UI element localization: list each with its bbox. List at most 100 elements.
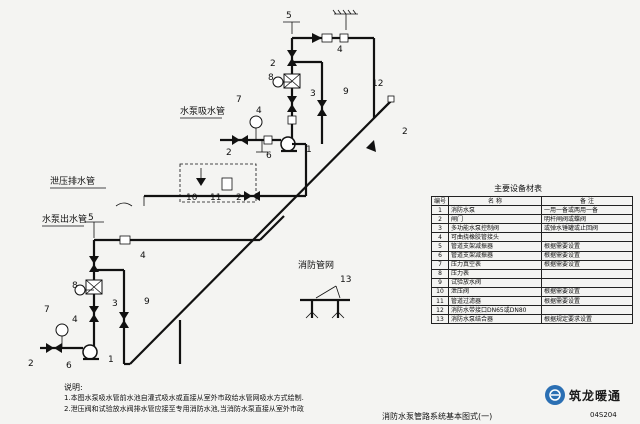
cell-number: 2	[431, 214, 449, 225]
callout-top-2b: 2	[270, 59, 276, 69]
cell-name: 压力表	[448, 268, 542, 279]
callout-bot-6: 6	[66, 361, 72, 371]
cell-note	[541, 268, 633, 279]
watermark-logo-icon	[545, 385, 565, 405]
cell-note	[541, 277, 633, 288]
cell-number: 5	[431, 241, 449, 252]
watermark-text: 筑龙暖通	[569, 388, 622, 403]
lower-pump	[82, 344, 99, 361]
callout-top-8: 8	[268, 73, 274, 83]
callout-top-4b: 4	[256, 106, 262, 116]
fire-main-pipe	[122, 38, 395, 366]
cell-note: 根据规定要求设置	[541, 314, 633, 325]
notes-block: 说明: 1.本图水泵吸水管前水池自灌式吸水或直接从室外市政给水管网吸水方式绘制.…	[64, 382, 424, 415]
header-note: 备 注	[541, 195, 633, 207]
cell-note: 根据需要设置	[541, 250, 633, 261]
cell-name: 管道支架减振器	[448, 250, 542, 261]
cell-note: 根据需要设置	[541, 241, 633, 252]
note-line-2: 2.泄压阀和试验放水阀排水管应接至专用消防水池,当消防水泵直接从室外市政	[64, 405, 304, 413]
header-name: 名 称	[448, 195, 542, 207]
callout-bot-3: 3	[112, 299, 118, 309]
callout-bot-9: 9	[144, 297, 150, 307]
cell-number: 4	[431, 232, 449, 243]
callout-bot-7: 7	[44, 305, 50, 315]
cell-note: 一用一备或两用一备	[541, 205, 633, 216]
upper-suction-pipe	[220, 76, 292, 153]
cell-number: 7	[431, 259, 449, 270]
ceiling-support-bottom	[84, 221, 104, 238]
cell-name: 消防水泵结合器	[448, 314, 542, 325]
callout-r-13: 13	[340, 275, 351, 285]
table-header-row: 编号 名 称 备 注	[431, 195, 633, 207]
callout-v-10: 10	[186, 193, 198, 203]
cell-note	[541, 305, 633, 316]
callout-bot-4b: 4	[72, 315, 78, 325]
cell-number: 13	[431, 314, 449, 325]
cell-number: 1	[431, 205, 449, 216]
callout-r-12: 12	[372, 79, 383, 89]
cell-number: 3	[431, 223, 449, 234]
callout-top-7: 7	[236, 95, 242, 105]
footer-title: 消防水泵管路系统基本图式(一)	[382, 412, 493, 421]
cell-number: 11	[431, 296, 449, 307]
ceiling-support-top	[283, 9, 358, 34]
lower-suction-pipe	[40, 323, 83, 353]
cell-name: 管道过滤器	[448, 296, 542, 307]
label-pump-suction: 水泵吸水管	[180, 105, 225, 117]
cell-note: 根据需要设置	[541, 259, 633, 270]
cell-name: 管道支架减振器	[448, 241, 542, 252]
cell-name: 闸门	[448, 214, 542, 225]
callout-r-2: 2	[402, 127, 408, 137]
cell-name: 消防水带接口DN65或DN80	[448, 305, 542, 316]
table-title: 主要设备材表	[494, 184, 542, 193]
cell-name: 压力真空表	[448, 259, 542, 270]
label-pressure-relief: 泄压排水管	[50, 175, 95, 187]
callout-top-3: 3	[310, 89, 316, 99]
callout-top-9: 9	[343, 87, 349, 97]
upper-outlet-pipe	[283, 33, 374, 144]
cell-number: 10	[431, 286, 449, 298]
callout-v-11: 11	[210, 193, 221, 203]
callout-bot-2: 2	[28, 359, 34, 369]
lower-outlet-pipe	[74, 235, 260, 352]
cell-name: 消防水泵	[448, 205, 542, 216]
note-line-1: 1.本图水泵吸水管前水池自灌式吸水或直接从室外市政给水管网吸水方式绘制.	[64, 394, 304, 402]
cell-number: 8	[431, 268, 449, 279]
footer-code: 04S204	[590, 411, 617, 419]
callout-bot-4: 4	[140, 251, 146, 261]
label-fire-pipe: 消防管网	[298, 259, 334, 271]
label-pump-outlet: 水泵出水管	[42, 213, 87, 225]
notes-title: 说明:	[64, 383, 83, 392]
header-number: 编号	[431, 195, 449, 207]
callout-top-4: 4	[337, 45, 343, 55]
cell-number: 12	[431, 305, 449, 316]
cell-name: 试验放水阀	[448, 277, 542, 288]
cell-name: 多功能水泵控制阀	[448, 223, 542, 234]
watermark: 筑龙暖通	[545, 384, 640, 406]
callout-top-2a: 2	[226, 148, 232, 158]
callout-bot-8: 8	[72, 281, 78, 291]
callout-top-1: 1	[306, 145, 312, 155]
cell-name: 泄压阀	[448, 286, 542, 298]
callout-bot-5: 5	[88, 213, 94, 223]
callout-v-2: 2	[236, 193, 242, 203]
cell-note	[541, 232, 633, 243]
cell-note: 根据需要设置	[541, 296, 633, 307]
cell-note: 根据需要设置	[541, 286, 633, 298]
cell-name: 可曲挠橡胶管接头	[448, 232, 542, 243]
callout-bot-1: 1	[108, 355, 114, 365]
